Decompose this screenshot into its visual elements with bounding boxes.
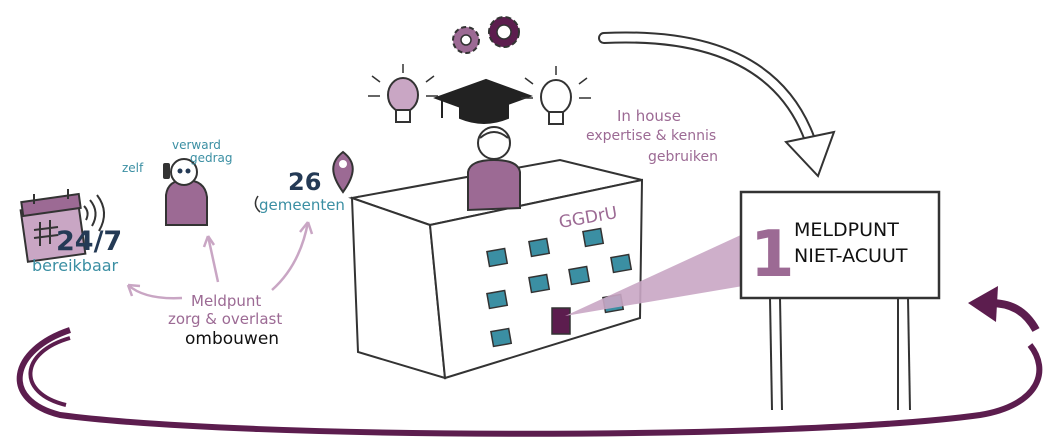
- signboard-icon: [739, 190, 941, 411]
- phone-person-icon: [163, 158, 208, 226]
- curved-arrow-icon: [598, 31, 836, 178]
- arrow-to-caller: [202, 235, 220, 283]
- availability-number: 24/7: [56, 226, 122, 257]
- lightbulb-icon: [368, 64, 438, 123]
- sign-beam: [565, 234, 743, 316]
- person-icon: [467, 126, 521, 212]
- center-line2: zorg & overlast: [168, 310, 282, 328]
- expertise-line1: In house: [617, 107, 681, 125]
- expertise-line2: expertise & kennis: [586, 128, 716, 144]
- sign-line2: NIET-ACUUT: [794, 245, 908, 267]
- caller-behavior-line2: gedrag: [190, 151, 233, 165]
- building-icon: GGDrU: [348, 158, 644, 380]
- graduation-cap-icon: [433, 78, 533, 124]
- circular-arrow-icon: [16, 286, 1043, 437]
- arrow-to-municipalities: [271, 221, 314, 291]
- caller-self-label: zelf: [122, 161, 144, 175]
- calendar-icon: [19, 189, 87, 263]
- municipalities-number: 26: [288, 168, 321, 196]
- building-door: [551, 307, 571, 335]
- center-line1: Meldpunt: [191, 292, 261, 310]
- sign-line1: MELDPUNT: [794, 219, 899, 241]
- center-line3: ombouwen: [185, 329, 279, 349]
- caller-behavior-line1: verward: [172, 138, 221, 152]
- arrow-to-availability: [126, 283, 183, 300]
- lightbulb-icon-right: [521, 66, 591, 125]
- wifi-signal-icon: [83, 194, 105, 232]
- sign-number: 1: [750, 218, 795, 292]
- location-pin-icon: [332, 150, 354, 194]
- expertise-line3: gebruiken: [648, 149, 718, 165]
- gears-icon: [452, 16, 520, 54]
- availability-label: bereikbaar: [32, 256, 119, 275]
- municipalities-label: gemeenten: [259, 196, 345, 214]
